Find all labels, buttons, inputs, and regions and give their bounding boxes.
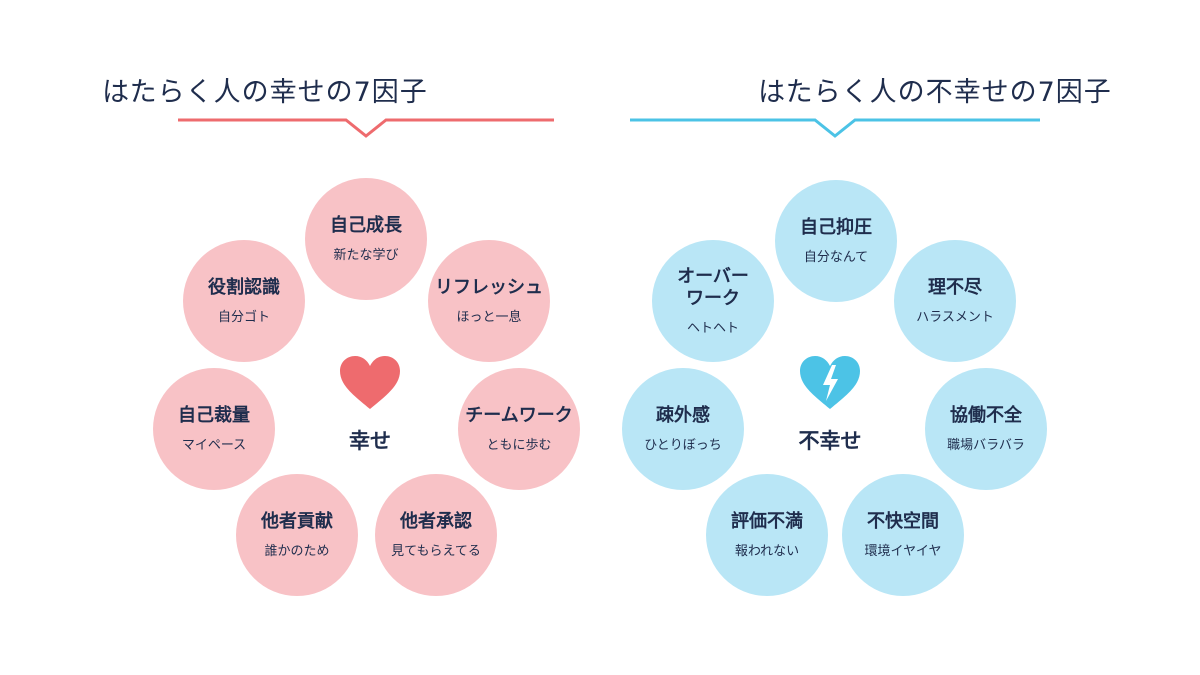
factor-subtitle: マイペース xyxy=(181,437,247,453)
factor-title: 他者貢献 xyxy=(261,511,333,533)
factor-subtitle: ハラスメント xyxy=(916,309,994,325)
heart-icon xyxy=(340,356,400,409)
factor-title: 役割認識 xyxy=(208,277,280,299)
factor-title: チームワーク xyxy=(465,405,573,427)
factor-collaboration-failure: 協働不全 職場バラバラ xyxy=(925,368,1047,490)
unhappiness-center-label: 不幸せ xyxy=(798,429,862,453)
factor-role-awareness: 役割認識 自分ゴト xyxy=(183,240,305,362)
factor-title: 他者承認 xyxy=(400,511,472,533)
broken-heart-icon xyxy=(800,356,860,409)
factor-subtitle: ともに歩む xyxy=(486,437,552,453)
factor-subtitle: 職場バラバラ xyxy=(947,437,1025,453)
factor-unreasonableness: 理不尽 ハラスメント xyxy=(894,240,1016,362)
factor-title: 自己裁量 xyxy=(178,405,250,427)
factor-others-recognition: 他者承認 見てもらえてる xyxy=(375,474,497,596)
unhappiness-center: 不幸せ xyxy=(790,355,870,455)
factor-title: 評価不満 xyxy=(731,511,803,533)
factor-contribution: 他者貢献 誰かのため xyxy=(236,474,358,596)
happiness-title-underline xyxy=(178,118,554,138)
happiness-center: 幸せ xyxy=(330,355,410,455)
factor-subtitle: ひとりぼっち xyxy=(644,437,722,453)
unhappiness-title: はたらく人の不幸せの7因子 xyxy=(758,77,1112,108)
unhappiness-panel: はたらく人の不幸せの7因子 自己抑圧 自分なんて 理不尽 ハラスメント 協働不全… xyxy=(600,0,1200,675)
happiness-center-label: 幸せ xyxy=(349,429,391,453)
factor-subtitle: 新たな学び xyxy=(333,247,399,263)
factor-overwork: オーバー ワーク ヘトヘト xyxy=(652,240,774,362)
factor-title: オーバー ワーク xyxy=(677,266,749,309)
factor-title: 自己成長 xyxy=(330,215,402,237)
factor-isolation: 疎外感 ひとりぼっち xyxy=(622,368,744,490)
happiness-panel: はたらく人の幸せの7因子 自己成長 新たな学び リフレッシュ ほっと一息 チーム… xyxy=(102,77,580,596)
factor-title: 理不尽 xyxy=(928,277,982,299)
factor-title: 疎外感 xyxy=(656,405,710,427)
factor-self-growth: 自己成長 新たな学び xyxy=(305,178,427,300)
factor-evaluation-dissatisfaction: 評価不満 報われない xyxy=(706,474,828,596)
factor-subtitle: ヘトヘト xyxy=(686,320,739,336)
happiness-title: はたらく人の幸せの7因子 xyxy=(102,77,428,108)
factor-title: リフレッシュ xyxy=(435,277,543,299)
factor-self-suppression: 自己抑圧 自分なんて xyxy=(775,180,897,302)
factor-unpleasant-space: 不快空間 環境イヤイヤ xyxy=(842,474,964,596)
factor-subtitle: 報われない xyxy=(734,543,800,559)
factor-title: 自己抑圧 xyxy=(800,217,872,239)
factor-subtitle: 環境イヤイヤ xyxy=(864,543,942,559)
factor-subtitle: 自分なんて xyxy=(803,249,869,265)
factor-title: 不快空間 xyxy=(867,511,939,533)
unhappiness-title-underline xyxy=(630,118,1040,138)
factor-subtitle: ほっと一息 xyxy=(456,309,522,325)
factor-subtitle: 自分ゴト xyxy=(217,309,270,325)
factor-subtitle: 見てもらえてる xyxy=(391,543,481,559)
factor-teamwork: チームワーク ともに歩む xyxy=(458,368,580,490)
factor-subtitle: 誰かのため xyxy=(264,543,330,559)
factor-refresh: リフレッシュ ほっと一息 xyxy=(428,240,550,362)
factor-title: 協働不全 xyxy=(950,405,1022,427)
factor-self-discretion: 自己裁量 マイペース xyxy=(153,368,275,490)
